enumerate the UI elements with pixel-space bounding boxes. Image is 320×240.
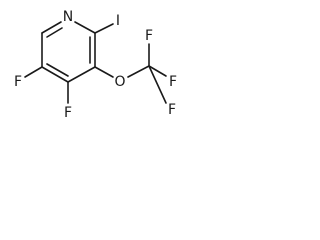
atom-cf3-fluorine-bottom: F: [168, 102, 176, 118]
bond-c3-c4: [67, 66, 96, 83]
molecule-diagram: N I F F O F F F: [0, 0, 222, 138]
bond-c5-fluorine: [24, 66, 43, 78]
bond-cf3-fluorine-right: [148, 65, 167, 77]
molecule-structure: N I F F O F F F: [14, 9, 177, 121]
bond-cf3-fluorine-bottom: [148, 65, 167, 104]
atom-ring-nitrogen: N: [63, 9, 73, 25]
bond-c4-c5: [41, 66, 69, 83]
atom-oxygen: O: [114, 74, 125, 90]
atom-cf3-fluorine-top: F: [145, 28, 153, 44]
bond-c6-n1: [41, 21, 62, 34]
bond-c3-oxygen: [94, 66, 114, 78]
atom-fluorine-bottom: F: [64, 105, 72, 121]
double-bond-c6-n1: [46, 27, 63, 38]
atom-cf3-fluorine-right: F: [169, 74, 177, 90]
bond-n1-c2: [74, 21, 96, 34]
atom-fluorine-left: F: [14, 74, 22, 90]
bond-oxygen-cf3: [127, 65, 150, 78]
double-bond-c4-c5: [46, 63, 69, 77]
bond-c2-iodine: [94, 23, 114, 34]
atom-iodine: I: [116, 13, 120, 29]
